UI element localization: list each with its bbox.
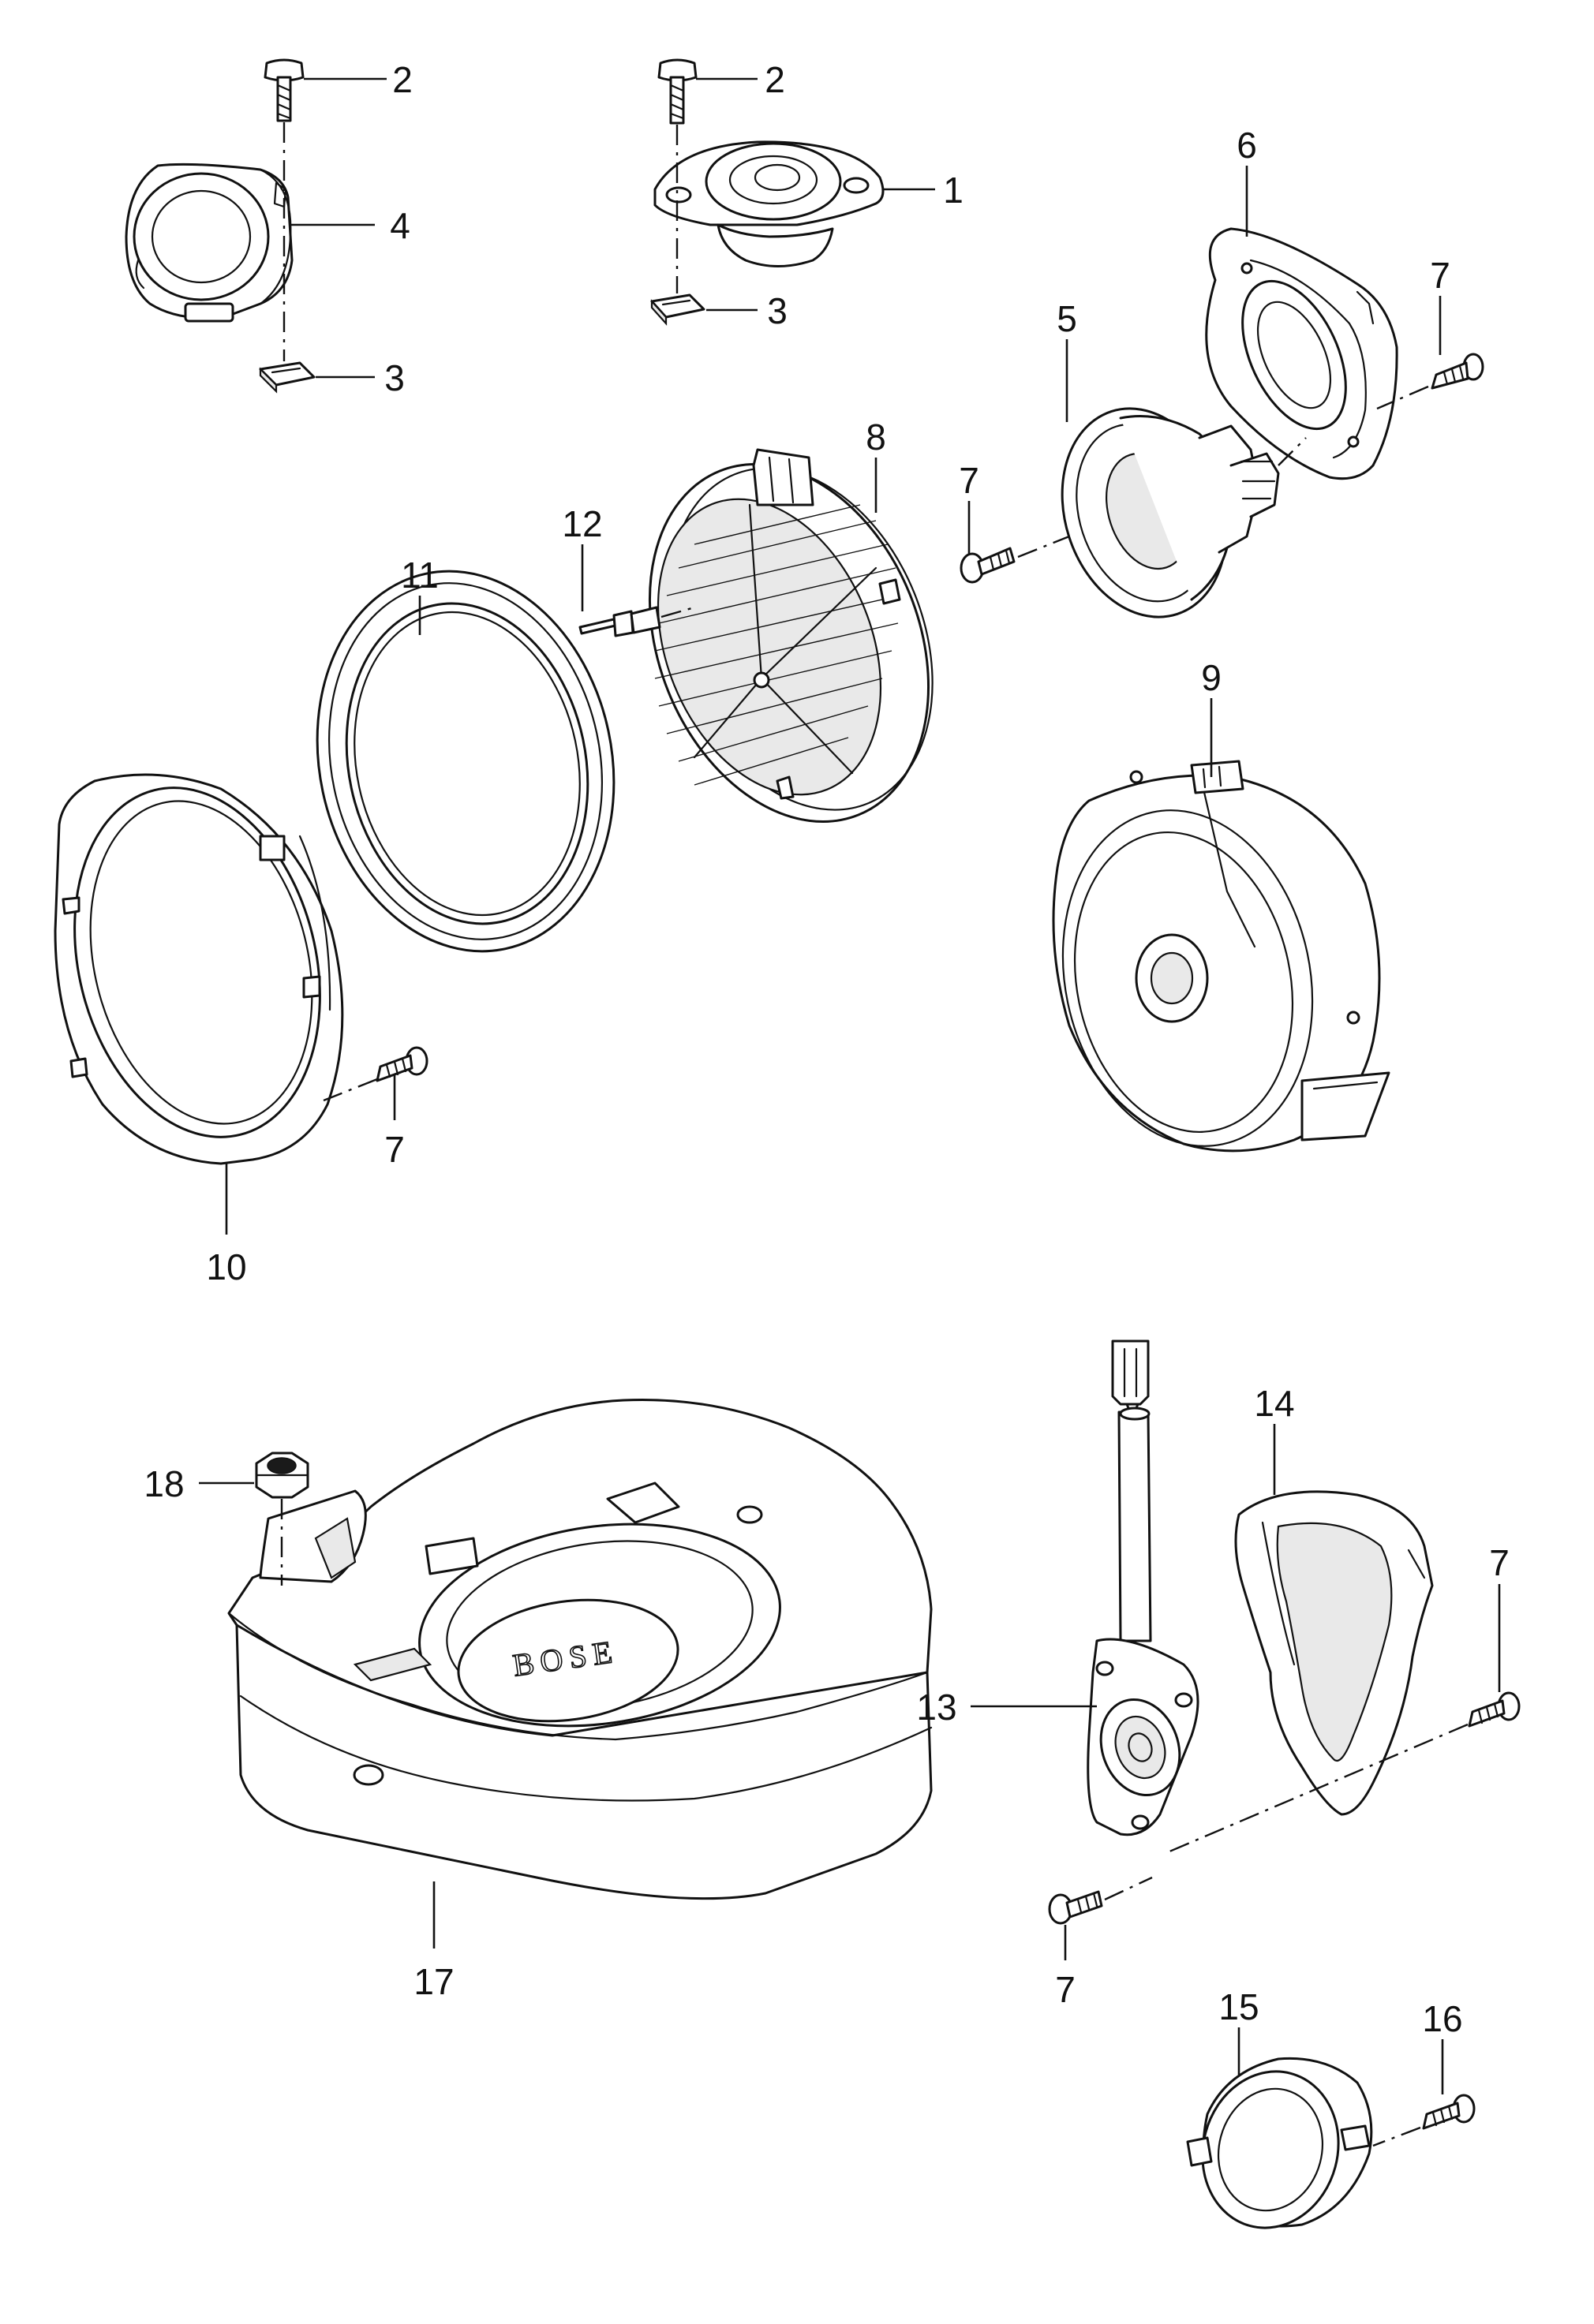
callout-7-bottom: 7 xyxy=(1055,1969,1076,2010)
callout-14: 14 xyxy=(1254,1383,1294,1424)
callout-7-lower-right: 7 xyxy=(1489,1542,1510,1583)
callout-8: 8 xyxy=(866,417,886,458)
callout-6: 6 xyxy=(1237,125,1257,166)
callout-4: 4 xyxy=(390,205,410,246)
callout-7-upper-right: 7 xyxy=(1430,255,1450,296)
callout-11: 11 xyxy=(401,555,439,596)
part-12-pin xyxy=(578,606,661,637)
callout-17: 17 xyxy=(413,1961,454,2002)
callout-12: 12 xyxy=(562,503,602,544)
part-17-subwoofer-enclosure: BOSE xyxy=(227,1398,933,1900)
callout-5: 5 xyxy=(1057,298,1077,339)
part-13-cable-tweeter xyxy=(1087,1339,1199,1836)
part-8-speaker-grille xyxy=(648,448,934,823)
part-3-clip-center xyxy=(650,293,705,326)
callout-2-left: 2 xyxy=(392,59,413,100)
part-2-screw-center xyxy=(657,58,698,125)
callout-10: 10 xyxy=(206,1246,246,1287)
callout-7-mid: 7 xyxy=(959,460,979,501)
part-11-ring xyxy=(316,570,616,953)
callout-7-left: 7 xyxy=(384,1129,405,1170)
part-15-round-speaker xyxy=(1186,2057,1373,2229)
part-3-clip-left xyxy=(259,361,316,394)
callout-15: 15 xyxy=(1218,1986,1259,2027)
part-7-screw-mid xyxy=(960,547,1016,584)
callout-labels: 2 2 1 4 3 3 6 7 5 8 7 12 11 9 7 10 18 14… xyxy=(144,59,1509,2039)
part-7-screw-left xyxy=(376,1046,428,1082)
part-16-screw xyxy=(1422,2094,1476,2130)
part-7-screw-bottom xyxy=(1048,1890,1103,1925)
callout-9: 9 xyxy=(1201,657,1222,698)
part-6-mounting-plate xyxy=(1205,227,1398,480)
part-5-mid-speaker xyxy=(1061,407,1280,618)
callout-3-center: 3 xyxy=(767,290,788,331)
callout-1: 1 xyxy=(943,170,964,211)
part-7-screw-lower-right xyxy=(1468,1691,1521,1728)
callout-13: 13 xyxy=(916,1687,956,1728)
part-18-nut xyxy=(255,1452,309,1499)
callout-16: 16 xyxy=(1422,1998,1462,2039)
callout-18: 18 xyxy=(144,1463,184,1504)
callout-2-center: 2 xyxy=(765,59,785,100)
part-9-woofer xyxy=(1052,760,1390,1153)
callout-3-left: 3 xyxy=(384,357,405,398)
part-1-flange-tweeter xyxy=(653,140,885,267)
part-2-screw-left xyxy=(264,58,305,122)
leader-lines xyxy=(199,77,1501,2094)
part-10-mount-ring xyxy=(54,773,344,1165)
part-4-tweeter xyxy=(125,163,294,323)
part-7-screw-upper-right xyxy=(1431,353,1484,390)
part-14-tweeter-housing xyxy=(1234,1490,1434,1816)
